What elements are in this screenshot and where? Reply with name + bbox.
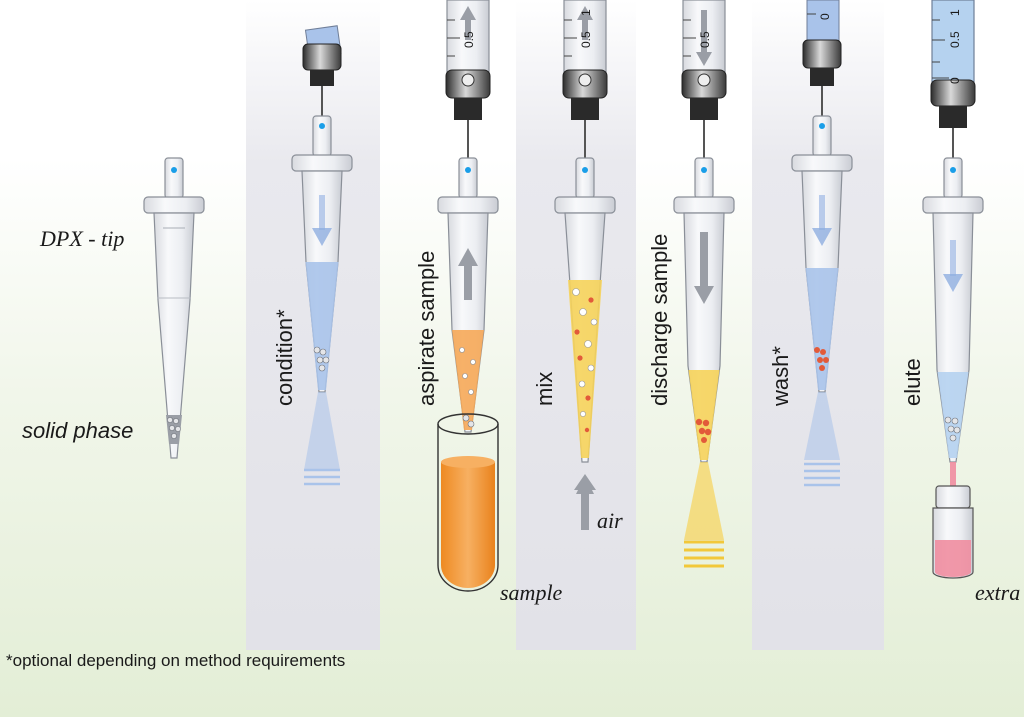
syringe-scale-zero-wash: 0 (818, 13, 832, 20)
tip-aspirate (437, 157, 499, 433)
syringe-wash (802, 0, 842, 118)
step-label-mix: mix (532, 371, 557, 406)
syringe-scale-half-elute: 0.5 (948, 31, 962, 48)
tip-elute (922, 157, 984, 542)
syringe-scale-half-mix: 0.5 (579, 31, 593, 48)
syringe-scale-one-elute: 1 (948, 9, 962, 16)
tip-mix (554, 157, 616, 530)
step-label-wash: wash* (768, 346, 793, 406)
step-label-elute: elute (900, 358, 925, 406)
syringe-discharge (681, 0, 727, 160)
air-arrow-icon (574, 474, 596, 530)
tip-dpx (143, 157, 205, 459)
syringe-scale-half-discharge: 0.5 (698, 31, 712, 48)
syringe-condition (302, 25, 342, 118)
tip-discharge (673, 157, 735, 568)
dpx-tip-label: DPX - tip (40, 226, 125, 251)
solid-phase-label: solid phase (22, 418, 134, 443)
sample-label: sample (500, 580, 563, 605)
tip-condition (291, 115, 353, 486)
extract-label: extra (975, 580, 1021, 605)
tip-wash (791, 115, 853, 487)
step-label-aspirate: aspirate sample (414, 250, 439, 406)
footnote: *optional depending on method requiremen… (6, 651, 346, 670)
extract-vial (932, 485, 974, 579)
syringe-scale-one-mix: 1 (579, 9, 593, 16)
air-label: air (597, 508, 623, 533)
step-label-discharge: discharge sample (647, 233, 672, 406)
syringe-elute (930, 0, 976, 160)
syringe-mix (562, 0, 608, 160)
syringe-scale-zero-elute: 0 (948, 77, 962, 84)
sample-tube (437, 413, 499, 592)
step-label-condition: condition* (272, 309, 297, 406)
syringe-aspirate (445, 0, 491, 160)
syringe-scale-half-aspirate: 0.5 (462, 31, 476, 48)
